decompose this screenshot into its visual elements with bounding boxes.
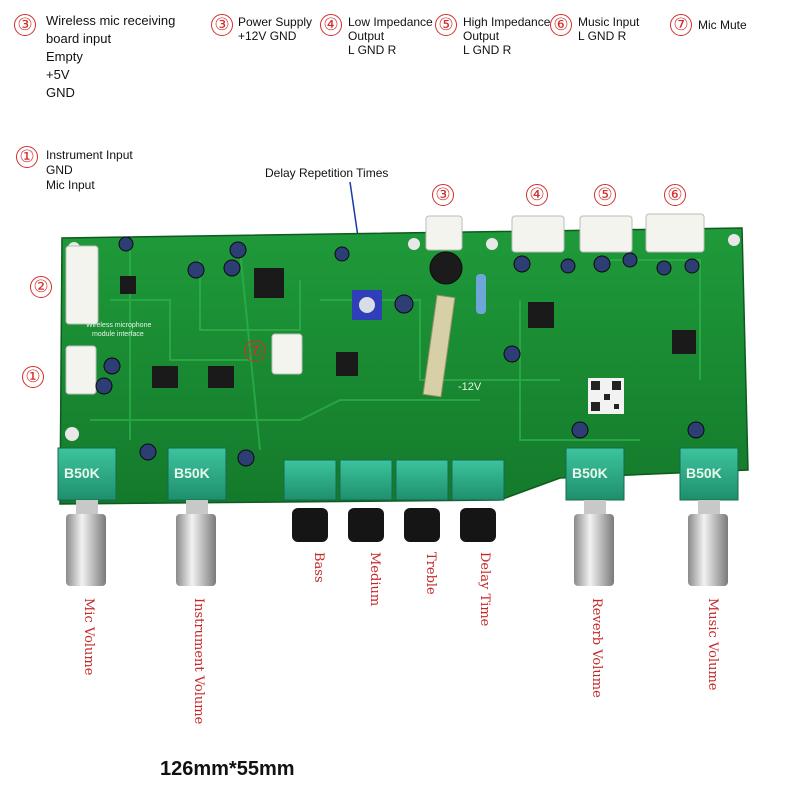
callout-5-line: L GND R	[463, 43, 512, 57]
pot-music-volume	[679, 447, 739, 586]
connector-instrument-mic	[65, 345, 97, 395]
connector-low-out	[511, 215, 565, 253]
callout-4-marker: ④	[320, 14, 342, 36]
qr-pattern	[591, 381, 621, 411]
callout-6-line: Music Input	[578, 15, 640, 29]
callout-2-line: GND	[46, 85, 75, 100]
capacitors	[95, 236, 705, 467]
callout-2-text: Wireless mic receiving board input Empty…	[46, 12, 175, 102]
callout-4-line: Low Impedance	[348, 15, 433, 29]
callout-6-text: Music Input L GND R	[578, 15, 639, 43]
connector-mic-mute	[271, 333, 303, 375]
label-music-volume: Music Volume	[705, 598, 720, 691]
callout-1-line: GND	[46, 163, 73, 177]
pot-mic-volume	[57, 447, 117, 586]
board-silk-module: module interface	[92, 331, 144, 338]
ic-chip	[254, 268, 284, 298]
regulator-board	[422, 294, 456, 398]
board-marker-7: ⑦	[244, 340, 266, 362]
board-marker-4: ④	[526, 184, 548, 206]
pcb-traces	[90, 249, 701, 451]
ic-chip	[336, 352, 358, 376]
callout-3-line: +12V GND	[238, 29, 297, 43]
callout-4-line: L GND R	[348, 43, 397, 57]
board-marker-3: ③	[432, 184, 454, 206]
callout-7-text: Mic Mute	[698, 18, 747, 32]
label-reverb-volume: Reverb Volume	[589, 598, 604, 698]
callout-2-line: Wireless mic receiving	[46, 13, 176, 28]
callout-5-text: High Impedance Output L GND R	[463, 15, 550, 57]
callout-2-line: board input	[46, 31, 112, 46]
callout-1-line: Mic Input	[46, 178, 95, 192]
pot-marking: B50K	[572, 465, 608, 481]
label-bass: Bass	[311, 552, 326, 583]
mount-hole	[408, 238, 420, 250]
pot-marking: B50K	[174, 465, 210, 481]
ic-chip	[120, 276, 136, 294]
connector-high-out	[579, 215, 633, 253]
resistor	[476, 274, 486, 314]
board-silk-minus12: -12V	[458, 381, 482, 393]
callout-1-marker: ①	[16, 146, 38, 168]
ic-chip	[152, 366, 178, 388]
pot-instrument-volume	[167, 447, 227, 586]
label-mic-volume: Mic Volume	[81, 598, 96, 676]
pot-marking: B50K	[64, 465, 100, 481]
label-medium: Medium	[367, 552, 382, 607]
callout-4-line: Output	[348, 29, 385, 43]
pot-treble	[395, 459, 449, 542]
callout-3-text: Power Supply +12V GND	[238, 15, 312, 43]
board-marker-1: ①	[22, 366, 44, 388]
callout-1-text: Instrument Input GND Mic Input	[46, 148, 133, 193]
ic-chip	[528, 302, 554, 328]
delay-repetition-label: Delay Repetition Times	[265, 166, 389, 180]
callout-5-line: Output	[463, 29, 500, 43]
callout-2-line: Empty	[46, 49, 83, 64]
label-treble: Treble	[423, 552, 438, 595]
board-marker-2: ②	[30, 276, 52, 298]
board-marker-6: ⑥	[664, 184, 686, 206]
callout-1-line: Instrument Input	[46, 148, 133, 162]
callout-7-line: Mic Mute	[698, 18, 747, 32]
callout-2-marker: ③	[14, 14, 36, 36]
connector-wireless	[65, 245, 99, 325]
callout-6-line: L GND R	[578, 29, 627, 43]
label-delay-time: Delay Time	[477, 552, 492, 627]
board-silk-wireless: Wireless microphone	[86, 322, 152, 329]
callout-5-line: High Impedance	[463, 15, 551, 29]
label-instrument-volume: Instrument Volume	[191, 598, 206, 725]
board-dimensions: 126mm*55mm	[160, 758, 295, 780]
ic-chip	[208, 366, 234, 388]
callout-3-line: Power Supply	[238, 15, 313, 29]
callout-4-text: Low Impedance Output L GND R	[348, 15, 433, 57]
callout-7-marker: ⑦	[670, 14, 692, 36]
callout-3-marker: ③	[211, 14, 233, 36]
mount-hole	[728, 234, 740, 246]
callout-6-marker: ⑥	[550, 14, 572, 36]
board-marker-5: ⑤	[594, 184, 616, 206]
mount-hole	[65, 427, 79, 441]
mount-hole	[486, 238, 498, 250]
ic-chip	[672, 330, 696, 354]
pot-bass	[283, 459, 337, 542]
pot-delay-time	[451, 459, 505, 542]
callout-2-line: +5V	[46, 67, 70, 82]
delay-trimmer-screw	[359, 297, 375, 313]
pot-marking: B50K	[686, 465, 722, 481]
connector-music-in	[645, 213, 705, 253]
callout-5-marker: ⑤	[435, 14, 457, 36]
pot-reverb-volume	[565, 447, 625, 586]
connector-power	[425, 215, 463, 251]
pot-medium	[339, 459, 393, 542]
